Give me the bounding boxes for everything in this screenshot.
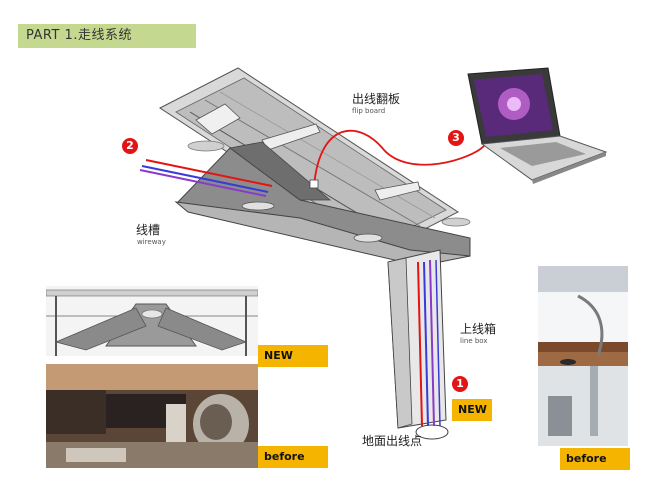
tag-new-top: NEW <box>258 345 328 367</box>
badge-3: 3 <box>448 130 464 146</box>
page-title: PART 1.走线系统 <box>18 24 196 48</box>
label-wireway: 线槽 <box>136 223 161 237</box>
old-wiring-photo <box>46 364 258 468</box>
photo-old-wiring <box>46 364 258 468</box>
flip-board-assembly <box>159 67 459 253</box>
tag-before-right: before <box>560 448 630 470</box>
label-floor-outlet: 地面出线点 <box>362 434 423 448</box>
photo-new-wireway <box>46 286 258 356</box>
new-wireway-render <box>46 286 258 356</box>
wireway-trough <box>174 140 471 267</box>
laptop-icon <box>467 67 608 184</box>
label-flip-board-en: flip board <box>352 107 386 115</box>
label-line-box: 上线箱 <box>460 322 497 336</box>
tag-before-left: before <box>258 446 328 468</box>
tag-new-right: NEW <box>452 399 492 421</box>
label-flip-board: 出线翻板 <box>352 92 401 106</box>
label-line-box-en: line box <box>460 337 488 345</box>
badge-2: 2 <box>122 138 138 154</box>
office-desk-photo <box>538 266 628 446</box>
badge-1: 1 <box>452 376 468 392</box>
label-wireway-en: wireway <box>137 238 166 246</box>
photo-office-desk <box>538 266 628 446</box>
cables <box>139 129 485 427</box>
